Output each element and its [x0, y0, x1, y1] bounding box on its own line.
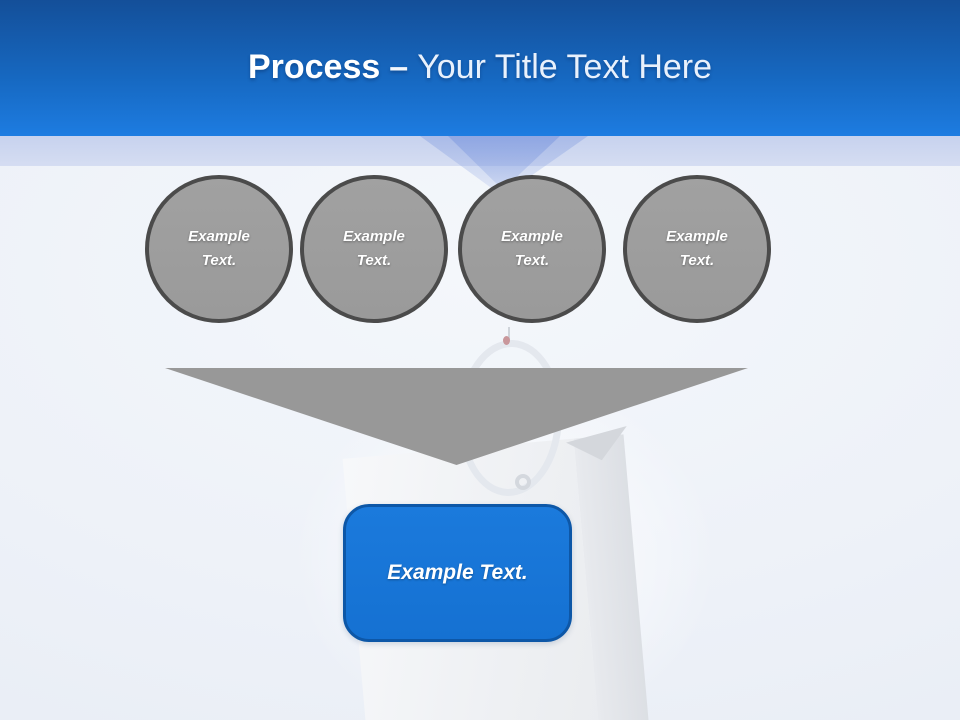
- step-label: Example Text.: [188, 228, 250, 269]
- bag-watermark-knot: [503, 336, 510, 345]
- process-step-circle-4: Example Text.: [623, 175, 771, 323]
- step-label: Example Text.: [343, 228, 405, 269]
- bag-watermark-eyelet: [515, 474, 531, 490]
- result-label: Example Text.: [387, 561, 528, 584]
- process-step-circle-2: Example Text.: [300, 175, 448, 323]
- result-box: Example Text.: [343, 504, 572, 642]
- step-label: Example Text.: [666, 228, 728, 269]
- title-placeholder-text: Your Title Text Here: [417, 48, 713, 86]
- slide-title: Process–Your Title Text Here: [0, 48, 960, 86]
- slide-header: Process–Your Title Text Here: [0, 0, 960, 136]
- bag-watermark-string: [508, 327, 510, 340]
- step-label: Example Text.: [501, 228, 563, 269]
- process-step-circle-1: Example Text.: [145, 175, 293, 323]
- process-step-circle-3: Example Text.: [458, 175, 606, 323]
- title-keyword: Process: [247, 48, 381, 86]
- title-separator: –: [389, 48, 409, 86]
